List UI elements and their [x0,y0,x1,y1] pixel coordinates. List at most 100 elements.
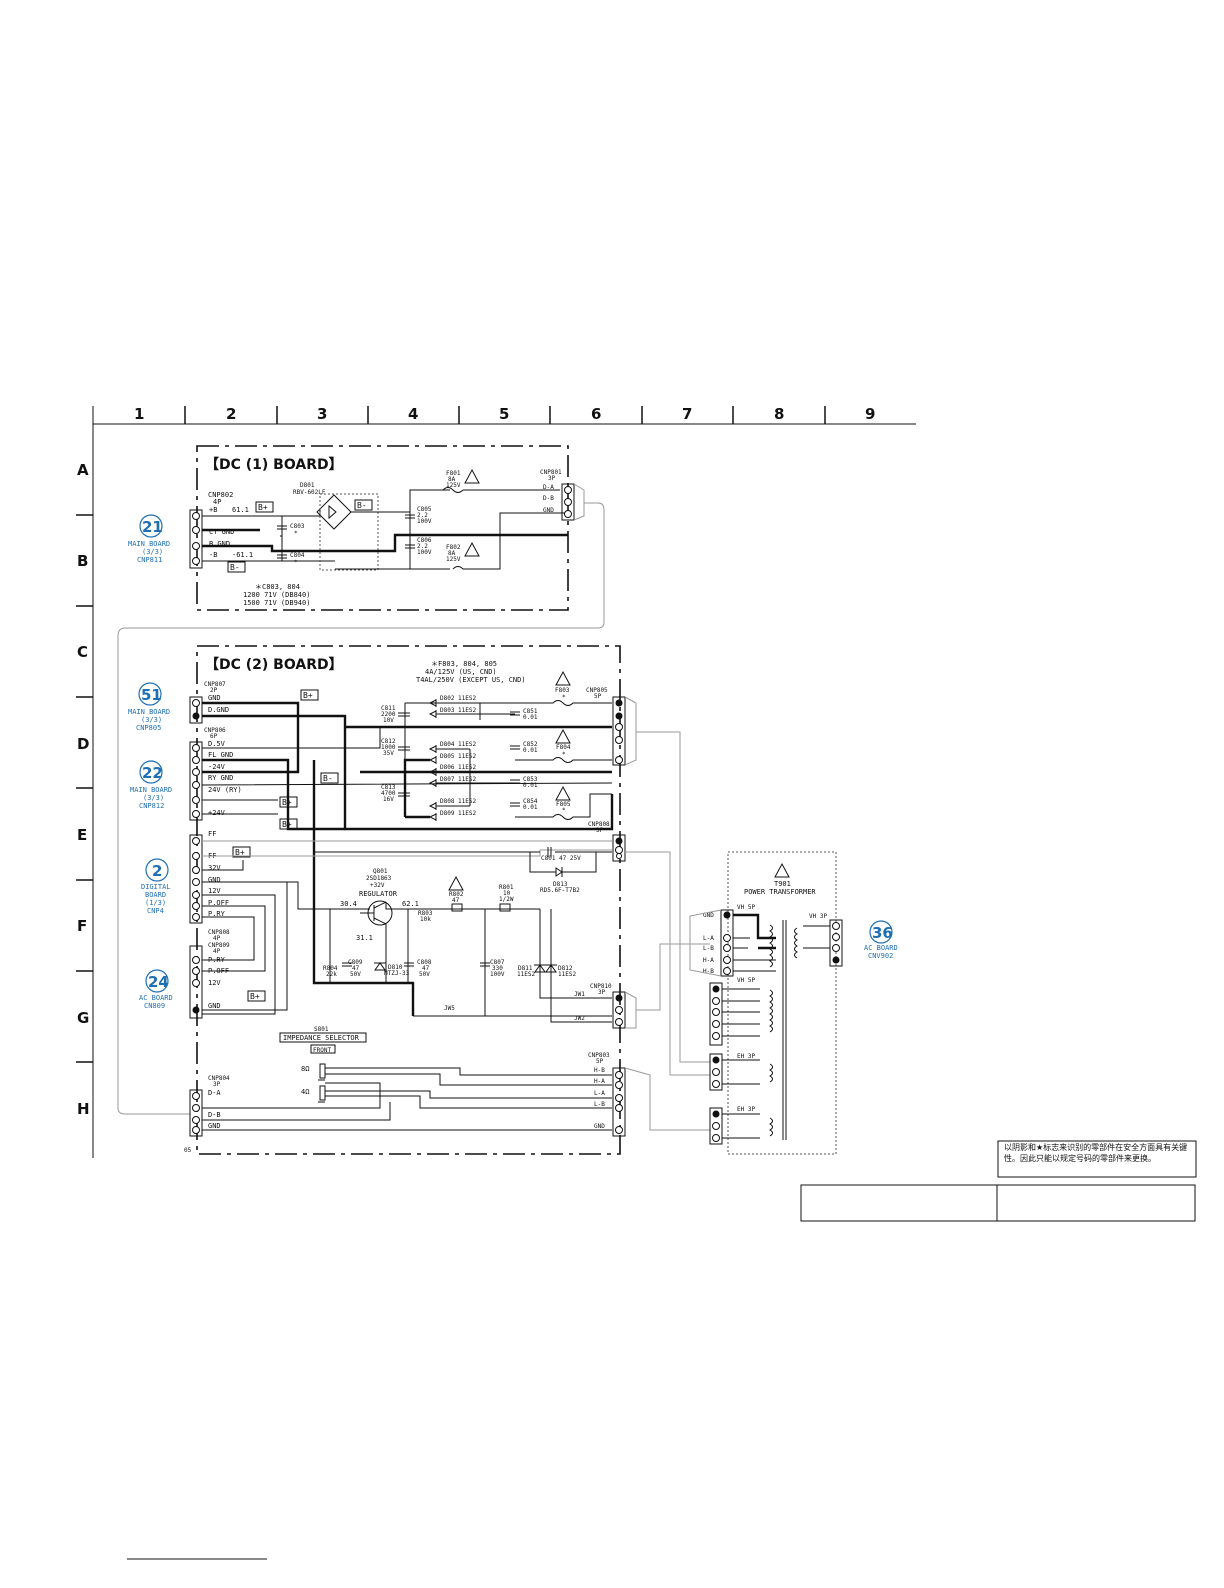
c803-star: * [294,530,298,537]
cnp4-pry: P.RY [208,910,226,918]
cnp808b-label: CNP808 [208,929,230,936]
ref-21: 21 MAIN BOARD (3/3) CNP811 [128,514,170,564]
cnp804-pins: 3P [213,1081,221,1088]
grid-frame: 1 2 3 4 5 6 7 8 9 A B C D E F G H [76,405,916,1158]
cnp809-poff: P.OFF [208,967,229,975]
cnp806-label: CNP806 [204,727,226,734]
r804-label: R804 [323,965,338,972]
d810-label: D810 [388,964,403,971]
cnp808b-pins: 4P [213,935,221,942]
c813-v1: 4700 [381,790,396,797]
cnp4-poff: P.OFF [208,899,229,907]
dc1-title: 【DC (1) BOARD】 [205,457,343,473]
c809-label: C809 [348,959,363,966]
dc2-bplus-tag1: B+ [303,691,313,700]
row-label-a: A [77,461,89,479]
ref-22-l3: CNP812 [139,802,164,810]
f803-star: * [562,694,566,701]
cnp803-pins: 5P [596,1058,604,1065]
cnp801-da: D-A [543,484,554,491]
row-label-d: D [77,735,89,753]
dc2-fuse-note-1: ＊F803, 804, 805 [431,660,497,668]
ref-51-l3: CNP805 [136,724,161,732]
r802-label: R802 [449,891,464,898]
c812-v1: 1000 [381,744,396,751]
ref-22-l2: (3/3) [143,794,164,802]
cnp801-db: D-B [543,495,554,502]
jw2-label: JW2 [574,1015,585,1022]
c807-label: C807 [490,959,505,966]
cnp804-db: D-B [208,1111,221,1119]
d805-label: D805 11ES2 [440,753,477,760]
r801-v1: 10 [503,890,511,897]
ref-2-l4: CNP4 [147,907,164,915]
page-code: 05 [184,1147,192,1154]
warning-icon-r802 [448,875,464,891]
cnp803-la: L-A [594,1090,605,1097]
d806-label: D806 11ES2 [440,764,477,771]
cnp801-label: CNP801 [540,469,562,476]
tx-hb: H-B [703,968,714,975]
d811-label: D811 [518,965,533,972]
r801-label: R801 [499,884,514,891]
d801-part: RBV-602LF [293,489,326,496]
cnp804-da: D-A [208,1089,221,1097]
ref-22-num: 22 [142,764,163,782]
c812-v2: 35V [383,750,394,757]
d804-label: D804 11ES2 [440,741,477,748]
cnp806-m24v: -24V [208,763,226,771]
cnp803-hb: H-B [594,1067,605,1074]
col-label-3: 3 [317,405,327,423]
ref-51-num: 51 [141,686,162,704]
col-label-6: 6 [591,405,601,423]
ref-24-l2: CN809 [144,1002,165,1010]
safety-notice-text: 以阴影和★标志来识别的零部件在安全方面具有关键性。因此只能以规定号码的零部件来更… [1004,1143,1188,1163]
c807-v1: 330 [492,965,503,972]
c851-label: C851 [523,708,538,715]
c809-v1: 47 [352,965,360,972]
cnp810-label: CNP810 [590,983,612,990]
col-label-5: 5 [499,405,509,423]
tx-la: L-A [703,935,714,942]
ref-2-num: 2 [152,862,162,880]
row-label-h: H [77,1100,90,1118]
cnp804-label: CNP804 [208,1075,230,1082]
ref-36-l2: CNV902 [868,952,893,960]
warning-icon-f805 [555,785,571,801]
ref-36: 36 AC BOARD CNV902 [864,920,898,960]
f801-v1: 8A [448,476,456,483]
q801-name: REGULATOR [359,890,398,898]
q801-v-311: 31.1 [356,934,373,942]
cnp807-gnd: GND [208,694,221,702]
cnp804-gnd: GND [208,1122,221,1130]
jw5-label: JW5 [444,1005,455,1012]
ref-22: 22 MAIN BOARD (3/3) CNP812 [130,760,172,810]
f801-v2: 125V [446,482,461,489]
d807-label: D807 11ES2 [440,776,477,783]
tx-eh3p-b: EH 3P [737,1106,755,1113]
ref-21-l1: MAIN BOARD [128,540,170,548]
ref-36-l1: AC BOARD [864,944,898,952]
ref-2-l3: (1/3) [145,899,166,907]
row-label-c: C [77,643,88,661]
d808-label: D808 11ES2 [440,798,477,805]
c806-v1: 2.2 [417,543,428,550]
dc2-fuse-note-3: T4AL/250V (EXCEPT US, CND) [416,676,526,684]
warning-icon-f804 [555,728,571,744]
cnp805-pins: 5P [594,693,602,700]
cnp810-pins: 3P [598,989,606,996]
dc1-bminus-tag: B- [230,563,240,572]
dc1-volt-neg: -61.1 [232,551,253,559]
f802-label: F802 [446,544,461,551]
warning-icon-f803 [555,670,571,686]
cnp803-ha: H-A [594,1078,605,1085]
c854-v: 0.01 [523,804,538,811]
f802-v1: 8A [448,550,456,557]
d809-label: D809 11ES2 [440,810,477,817]
d801-label: D801 [300,482,315,489]
s801-8ohm: 8Ω [301,1065,309,1073]
c804-label: C804 [290,552,305,559]
row-label-b: B [77,552,88,570]
row-label-f: F [77,917,87,935]
f802-v2: 125V [446,556,461,563]
